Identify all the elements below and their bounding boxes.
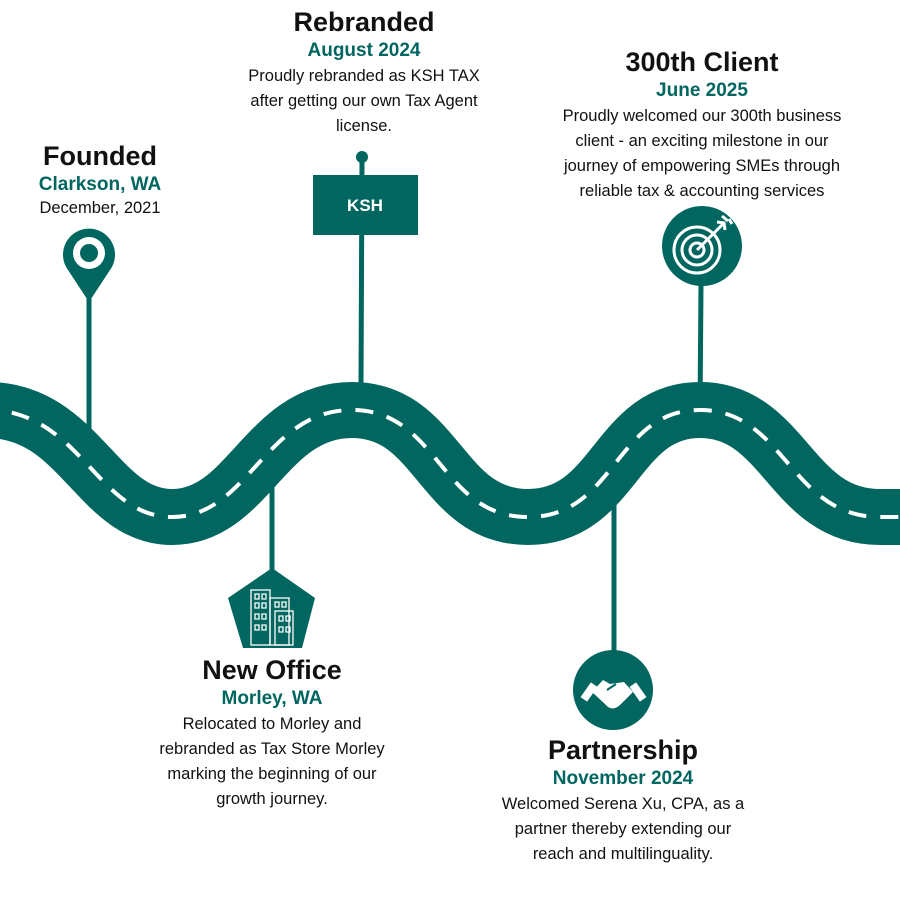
milestone-subtitle: November 2024 xyxy=(552,768,694,789)
milestone-body-line: Proudly rebranded as KSH TAX xyxy=(248,67,480,85)
milestone-subtitle: June 2025 xyxy=(656,80,748,101)
milestone-title: 300th Client xyxy=(625,47,779,77)
sign-label: KSH xyxy=(347,196,383,215)
milestone-partnership: Partnership November 2024 Welcomed Seren… xyxy=(502,734,744,867)
road-center-dashes xyxy=(0,407,900,520)
building-icon xyxy=(228,568,315,648)
milestone-body-line: partner thereby extending our xyxy=(514,820,732,838)
milestone-title: Partnership xyxy=(547,735,699,765)
map-pin-icon xyxy=(63,228,115,302)
milestone-body-line: license. xyxy=(336,117,392,135)
milestone-subtitle: Clarkson, WA xyxy=(38,174,162,195)
milestone-300th-client: 300th Client June 2025 Proudly welcomed … xyxy=(563,46,842,204)
milestone-title: Founded xyxy=(43,141,157,171)
road xyxy=(0,381,900,546)
milestone-body-line: growth journey. xyxy=(216,790,328,808)
milestone-new-office: New Office Morley, WA Relocated to Morle… xyxy=(159,654,384,812)
milestone-body-line: Proudly welcomed our 300th business xyxy=(562,107,842,125)
milestone-body-line: marking the beginning of our xyxy=(167,765,377,783)
milestone-body-line: December, 2021 xyxy=(39,199,161,217)
milestone-body-line: Welcomed Serena Xu, CPA, as a xyxy=(501,795,745,813)
milestone-body-line: reach and multilinguality. xyxy=(532,845,714,863)
milestone-founded: Founded Clarkson, WA December, 2021 xyxy=(39,140,161,218)
milestone-rebranded: Rebranded August 2024 Proudly rebranded … xyxy=(248,6,479,139)
handshake-icon xyxy=(573,650,653,730)
milestone-body-line: Relocated to Morley and xyxy=(182,715,362,733)
target-icon xyxy=(662,206,742,286)
milestone-body-line: client - an exciting milestone in our xyxy=(575,132,829,150)
signboard-icon: KSH xyxy=(313,151,418,235)
milestone-subtitle: Morley, WA xyxy=(221,688,323,709)
milestone-subtitle: August 2024 xyxy=(307,40,421,61)
milestone-body-line: reliable tax & accounting services xyxy=(579,182,825,200)
milestone-body-line: journey of empowering SMEs through xyxy=(563,157,841,175)
milestone-body-line: rebranded as Tax Store Morley xyxy=(159,740,385,758)
milestone-body-line: after getting our own Tax Agent xyxy=(250,92,478,110)
milestone-title: Rebranded xyxy=(293,7,435,37)
milestone-title: New Office xyxy=(202,655,342,685)
